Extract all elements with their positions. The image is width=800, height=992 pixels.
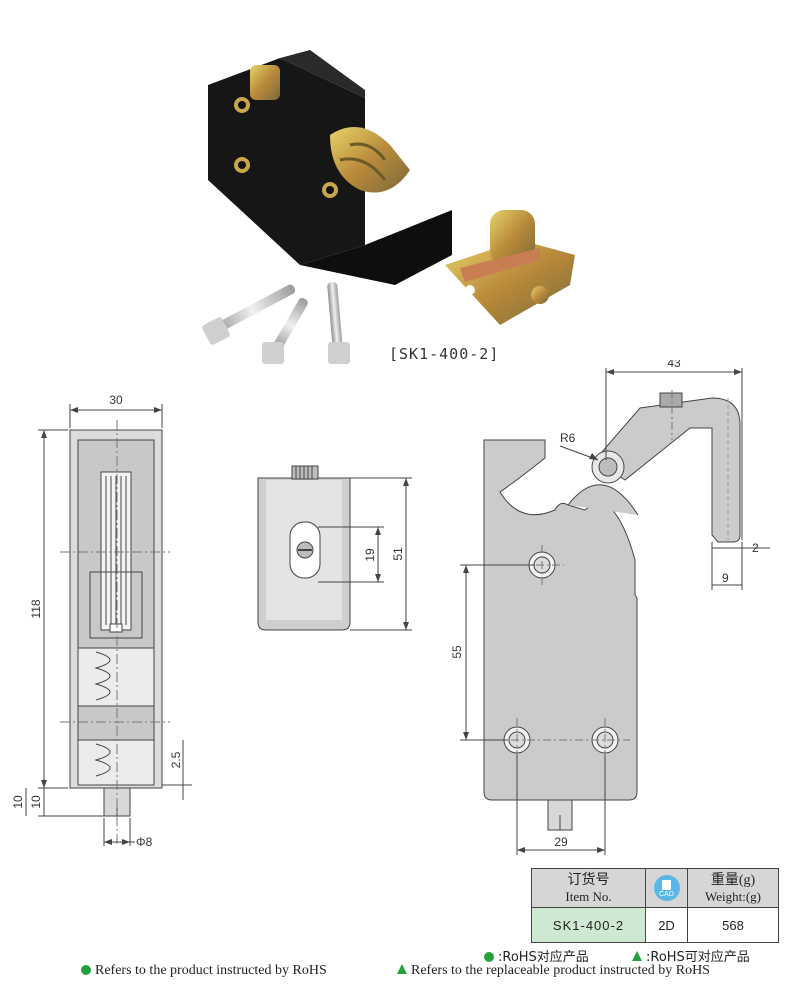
side-section-view: [25, 404, 192, 846]
front-view: [257, 465, 412, 631]
weight-header-cn: 重量(g): [710, 872, 756, 888]
latch-body-image: [208, 50, 452, 285]
dim-10-outer-text: 10: [11, 795, 25, 809]
spec-table: 订货号 Item No. CAD 重量(g) Weight:(g) SK1-40…: [531, 868, 779, 943]
item-header-cell: 订货号 Item No.: [531, 868, 646, 908]
cad-header-cell: CAD: [645, 868, 688, 908]
dim-2-text: 2: [752, 541, 759, 555]
dim-r6-text: R6: [560, 431, 576, 445]
technical-drawing: 30 118 10 10 2.5 Φ8 19 51 43 R6 55 2 9 2…: [11, 360, 770, 855]
screws-image: [202, 282, 350, 364]
dim-51-text: 51: [391, 547, 405, 561]
legend-replace-cn: :RoHS可对应产品: [632, 946, 750, 965]
cad-icon: CAD: [653, 875, 680, 901]
green-triangle-icon: [632, 951, 642, 961]
dimension-arrows: [41, 369, 742, 853]
item-header-cn: 订货号: [567, 872, 610, 888]
legend-replace-en: Refers to the replaceable product instru…: [397, 963, 710, 979]
product-code-label: [SK1-400-2]: [389, 345, 500, 363]
dim-29-text: 29: [554, 835, 568, 849]
striker-image: [445, 210, 575, 325]
right-view: [460, 368, 770, 855]
green-triangle-icon: [397, 964, 407, 974]
dim-43-text: 43: [667, 360, 681, 370]
dim-10-inner-text: 10: [29, 795, 43, 809]
dim-118-text: 118: [29, 599, 43, 618]
legend-rohs-cn: :RoHS对应产品: [484, 946, 589, 965]
weight-header-en: Weight:(g): [705, 888, 761, 904]
legend-rohs-en: Refers to the product instructed by RoHS: [81, 963, 327, 979]
item-header-en: Item No.: [565, 888, 612, 904]
dim-19-text: 19: [363, 548, 377, 562]
weight-header-cell: 重量(g) Weight:(g): [687, 868, 779, 908]
cad-value-cell: 2D: [645, 907, 688, 943]
dim-9-text: 9: [722, 571, 729, 585]
product-photo: [202, 50, 575, 364]
dim-2-5-text: 2.5: [169, 751, 183, 768]
dim-phi8-text: Φ8: [136, 835, 153, 849]
item-no-cell: SK1-400-2: [531, 907, 646, 943]
green-dot-icon: [81, 965, 91, 975]
dim-55-text: 55: [450, 645, 464, 659]
green-dot-icon: [484, 952, 494, 962]
weight-value-cell: 568: [687, 907, 779, 943]
dim-30-text: 30: [109, 393, 123, 407]
